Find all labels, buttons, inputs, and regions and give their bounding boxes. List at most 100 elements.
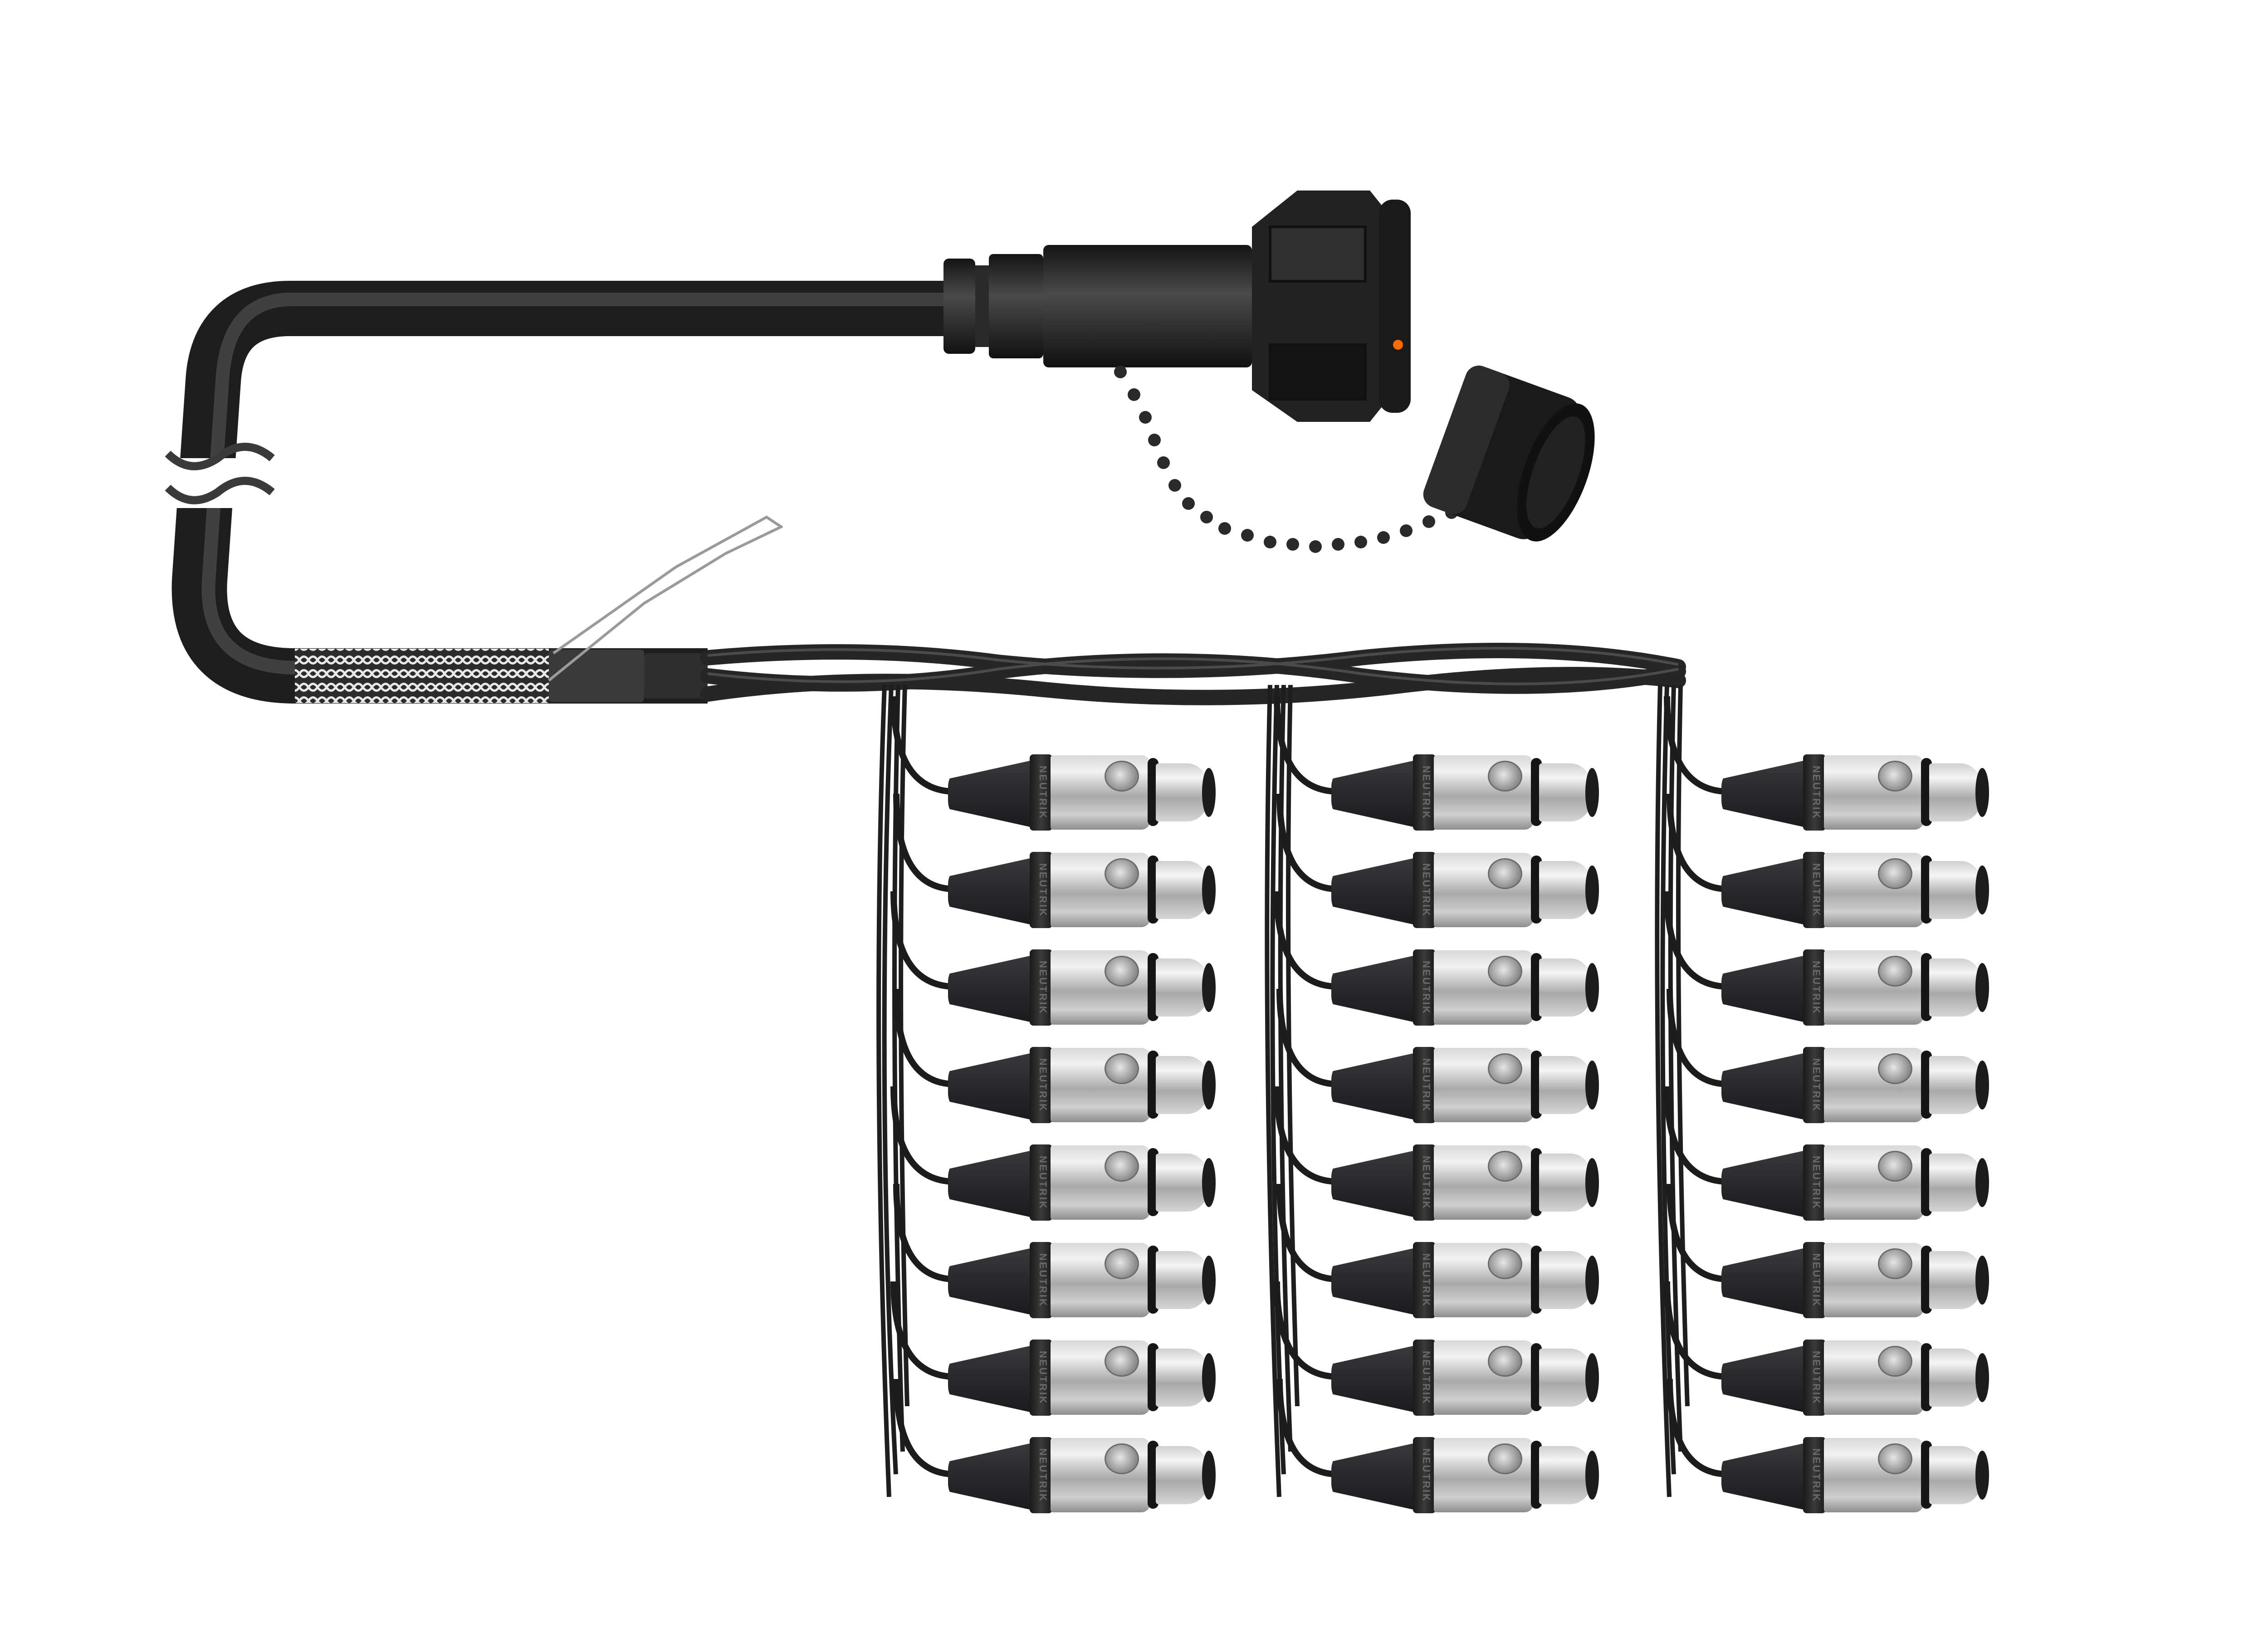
brand-text: NEUTRIK [1037,1155,1049,1210]
xlr-tail-cable [1667,1183,1726,1282]
latch-icon [1878,1053,1912,1084]
xlr-brand-ring: NEUTRIK [1803,1144,1826,1221]
latch-icon [1878,1443,1912,1474]
xlr-female-connector: NEUTRIK [948,1336,1220,1418]
xlr-face [1202,1451,1216,1500]
brand-text: NEUTRIK [1037,765,1049,820]
xlr-boot [1721,1150,1808,1218]
xlr-nose [1929,1446,1984,1504]
xlr-boot [1331,857,1418,925]
xlr-brand-ring: NEUTRIK [1803,949,1826,1026]
xlr-nose [1156,1251,1210,1309]
xlr-female-connector: NEUTRIK [1721,1336,1994,1418]
brand-text: NEUTRIK [1421,1350,1432,1405]
xlr-boot [1331,1052,1418,1120]
xlr-tail-cable [1276,1183,1336,1282]
xlr-boot [1331,1150,1418,1218]
xlr-nose [1156,1154,1210,1212]
latch-icon [1488,761,1522,792]
xlr-nose [1929,1056,1984,1114]
latch-icon [1878,1248,1912,1279]
xlr-tail-cable [1667,793,1726,892]
latch-icon [1105,858,1139,889]
xlr-tail-cable [1664,1281,1726,1380]
xlr-face [1975,1158,1989,1207]
xlr-boot [1331,1345,1418,1413]
latch-icon [1105,761,1139,792]
xlr-face [1202,1061,1216,1110]
xlr-female-connector: NEUTRIK [1721,848,1994,930]
xlr-tail-cable [893,1183,953,1282]
xlr-female-connector: NEUTRIK [948,1238,1220,1320]
xlr-face [1202,963,1216,1012]
xlr-brand-ring: NEUTRIK [1413,949,1436,1026]
xlr-boot [1721,1052,1808,1120]
cable-break-marks [163,443,281,508]
xlr-nose [1929,861,1984,919]
xlr-tail-cable [1667,1379,1726,1477]
latch-icon [1878,761,1912,792]
xlr-nose [1539,1056,1593,1114]
xlr-brand-ring: NEUTRIK [1803,1047,1826,1123]
xlr-face [1202,1353,1216,1402]
brand-text: NEUTRIK [1811,863,1822,917]
xlr-nose [1929,958,1984,1017]
drain-wires [548,515,783,682]
xlr-boot [948,1345,1034,1413]
xlr-face [1975,1353,1989,1402]
brand-text: NEUTRIK [1037,960,1049,1015]
xlr-tail-cable [1664,696,1726,795]
xlr-face [1585,1158,1599,1207]
xlr-face [1585,1061,1599,1110]
xlr-face [1975,865,1989,914]
xlr-boot [1721,1247,1808,1315]
xlr-face [1975,1061,1989,1110]
xlr-tail-cable [893,1379,953,1477]
xlr-nose [1156,861,1210,919]
xlr-tail-cable [1664,1086,1726,1185]
xlr-tail-cable [1274,1281,1336,1380]
latch-icon [1488,1443,1522,1474]
xlr-boot [948,760,1034,828]
xlr-brand-ring: NEUTRIK [1803,754,1826,831]
xlr-tail-cable [1274,696,1336,795]
xlr-tail-cable [890,696,953,795]
xlr-boot [1331,1442,1418,1511]
brand-text: NEUTRIK [1811,1155,1822,1210]
xlr-boot [1721,1345,1808,1413]
xlr-nose [1156,1056,1210,1114]
xlr-female-connector: NEUTRIK [1721,946,1994,1027]
brand-text: NEUTRIK [1037,1448,1049,1502]
xlr-female-connector: NEUTRIK [948,1043,1220,1125]
xlr-tail-cable [1274,891,1336,990]
xlr-nose [1539,1251,1593,1309]
xlr-boot [948,955,1034,1023]
brand-text: NEUTRIK [1811,1350,1822,1405]
latch-icon [1105,1151,1139,1182]
brand-text: NEUTRIK [1037,1350,1049,1405]
xlr-female-connector: NEUTRIK [1331,1141,1603,1222]
xlr-face [1975,768,1989,817]
xlr-nose [1539,1446,1593,1504]
orange-indicator-dot [1393,340,1403,350]
xlr-female-connector: NEUTRIK [948,1433,1220,1515]
fanout-bundle [700,643,1686,705]
xlr-boot [1331,760,1418,828]
latch-icon [1488,1053,1522,1084]
xlr-female-connector: NEUTRIK [1721,1141,1994,1222]
brand-text: NEUTRIK [1811,1448,1822,1502]
xlr-female-connector: NEUTRIK [1721,1238,1994,1320]
xlr-face [1585,963,1599,1012]
dust-cap [1423,365,1595,542]
xlr-female-connector: NEUTRIK [1721,1433,1994,1515]
xlr-face [1202,1158,1216,1207]
latch-icon [1105,1053,1139,1084]
latch-icon [1488,858,1522,889]
brand-text: NEUTRIK [1421,960,1432,1015]
brand-text: NEUTRIK [1811,1058,1822,1112]
brand-text: NEUTRIK [1421,1448,1432,1502]
xlr-brand-ring: NEUTRIK [1030,1340,1052,1416]
xlr-brand-ring: NEUTRIK [1803,1242,1826,1318]
xlr-brand-ring: NEUTRIK [1030,1047,1052,1123]
